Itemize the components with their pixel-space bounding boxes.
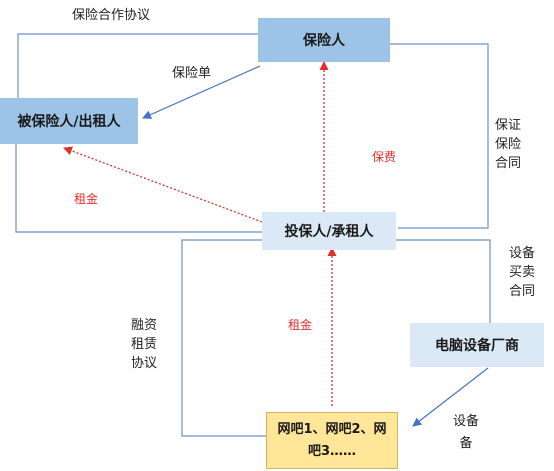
line-finance-lease: [181, 239, 266, 437]
line-purchase-contract: [396, 239, 491, 323]
label-rent-lessor: 租金: [74, 192, 99, 206]
line-guarantee-contract: [390, 43, 489, 229]
label-guarantee-contract: 保证 保险 合同: [494, 118, 521, 171]
node-internet-cafes: 网吧1、网吧2、网吧3……: [266, 412, 398, 469]
label-purchase-contract: 设备 买卖 合同: [508, 246, 535, 299]
line-cooperation-agreement: [17, 33, 258, 98]
label-insurance-policy: 保险单: [172, 66, 212, 81]
node-equipment-vendor: 电脑设备厂商: [410, 323, 544, 367]
label-equipment: 设备: [452, 414, 479, 429]
arrow-rent-lessor: [63, 146, 263, 223]
label-premium: 保费: [372, 150, 397, 164]
arrow-equipment: [412, 367, 489, 427]
label-rent-cafes: 租金: [288, 318, 313, 332]
node-insurer: 保险人: [258, 18, 390, 62]
arrow-insurance-policy: [142, 65, 261, 119]
node-insured-lessor: 被保险人/出租人: [0, 98, 138, 144]
node-policyholder-lessee: 投保人/承租人: [262, 212, 396, 250]
line-lessor-lessee: [15, 144, 262, 233]
label-finance-lease: 融资 租赁 协议: [130, 318, 157, 371]
label-equipment-2: 备: [459, 436, 473, 451]
label-cooperation-agreement: 保险合作协议: [72, 8, 151, 23]
